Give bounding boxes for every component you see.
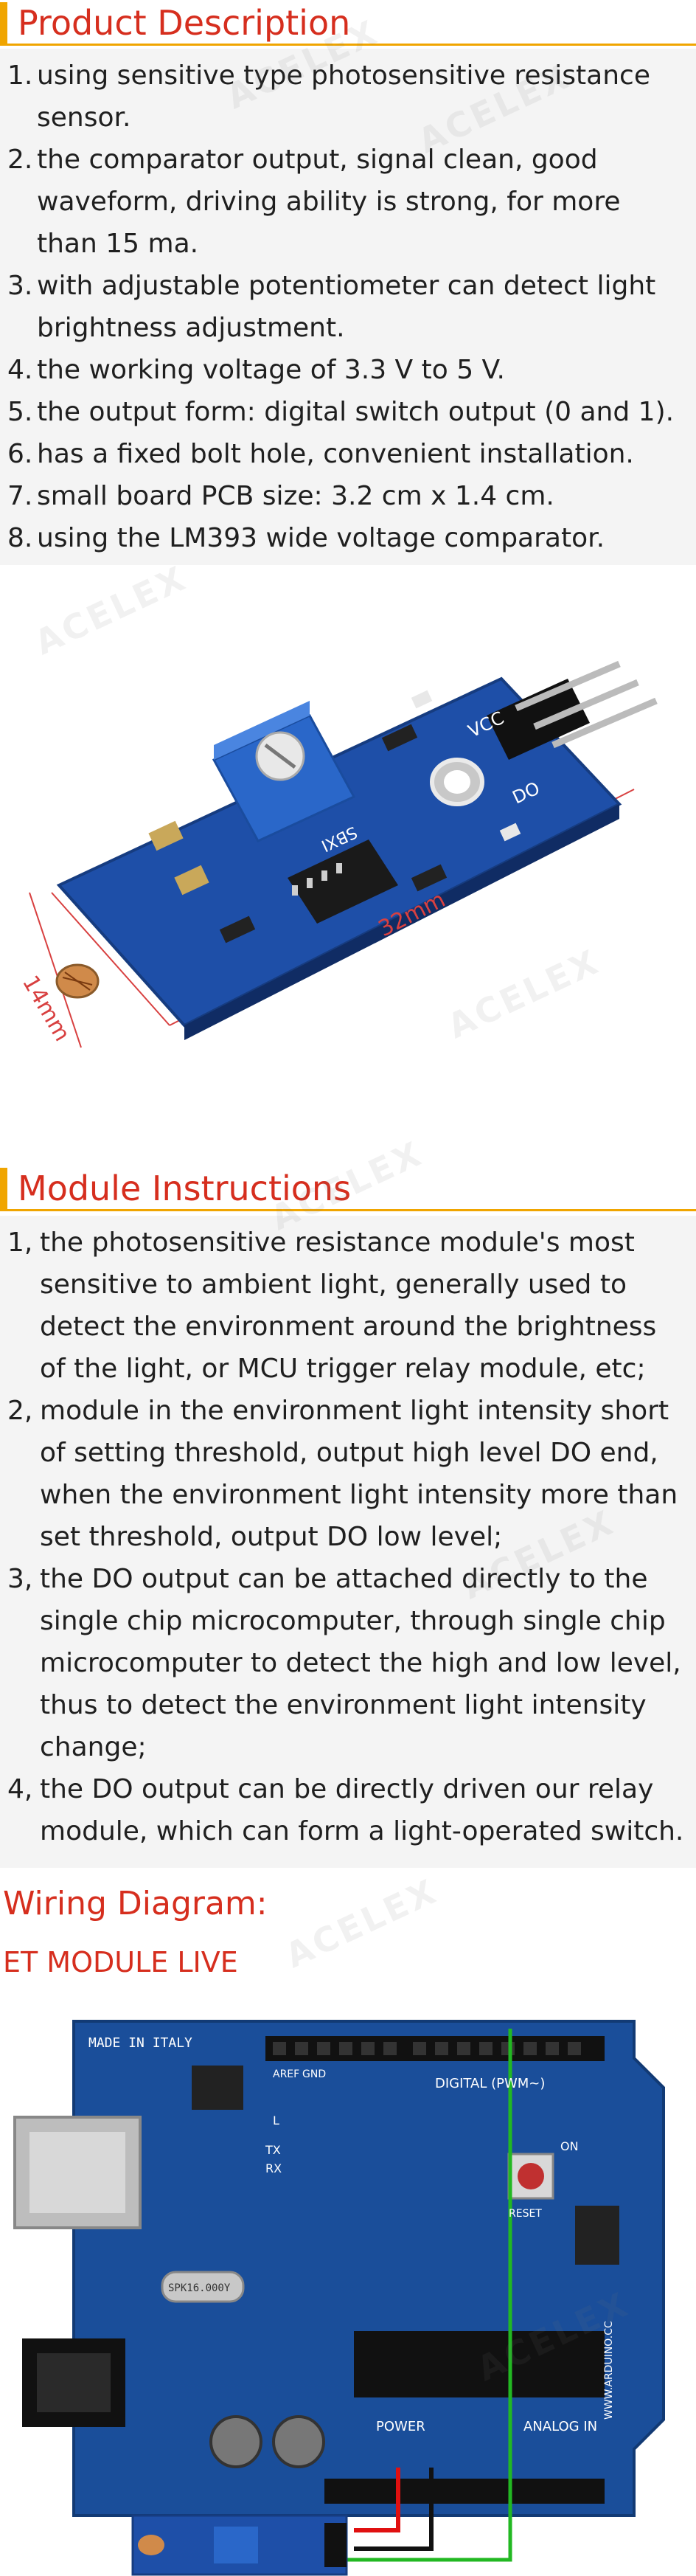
heading-accent-bar	[0, 2, 7, 44]
label-reset: RESET	[509, 2208, 542, 2220]
list-item: 4.the working voltage of 3.3 V to 5 V.	[7, 355, 505, 385]
wiring-diagram-title: Wiring Diagram:	[3, 1885, 268, 1922]
label-on: ON	[560, 2139, 579, 2153]
label-l: L	[273, 2113, 279, 2127]
label-analog-in: ANALOG IN	[523, 2419, 597, 2434]
heading-underline	[0, 44, 696, 46]
product-description-title: Product Description	[18, 3, 351, 43]
label-rx: RX	[265, 2161, 282, 2175]
list-item: 6.has a fixed bolt hole, convenient inst…	[7, 439, 634, 469]
label-tx: TX	[265, 2143, 281, 2157]
list-item: 3.with adjustable potentiometer can dete…	[7, 271, 656, 343]
wiring-diagram-subtitle: ET MODULE LIVE	[3, 1946, 238, 1978]
list-item: 7.small board PCB size: 3.2 cm x 1.4 cm.	[7, 481, 554, 511]
list-item: 2,module in the environment light intens…	[7, 1396, 678, 1552]
sensor-module-illustration: VCC DO SBXI 32mm 14mm	[17, 660, 658, 1048]
list-item: 5.the output form: digital switch output…	[7, 397, 675, 427]
product-description-header: Product Description	[0, 0, 696, 46]
label-power: POWER	[376, 2419, 425, 2434]
label-digital: DIGITAL (PWM~)	[435, 2076, 545, 2091]
label-website: WWW.ARDUINO.CC	[603, 2321, 615, 2420]
watermark: ACELEX	[279, 1870, 445, 1976]
label-made-in-italy: MADE IN ITALY	[88, 2035, 192, 2051]
module-instructions-list: 1,the photosensitive resistance module's…	[0, 1216, 696, 1868]
product-description-list: 1.using sensitive type photosensitive re…	[0, 49, 696, 565]
label-gnd: GND	[302, 2068, 326, 2080]
wiring-diagram-image: MADE IN ITALY DIGITAL (PWM~) AREF GND L …	[0, 2007, 696, 2576]
label-crystal: SPK16.000Y	[168, 2282, 231, 2294]
list-item: 3,the DO output can be attached directly…	[7, 1564, 681, 1762]
heading-accent-bar	[0, 1168, 7, 1209]
arduino-wiring-illustration: MADE IN ITALY DIGITAL (PWM~) AREF GND L …	[13, 2020, 665, 2576]
module-instructions-header: Module Instructions	[0, 1166, 696, 1211]
label-aref: AREF	[273, 2068, 299, 2080]
list-item: 1.using sensitive type photosensitive re…	[7, 60, 650, 133]
list-item: 8.using the LM393 wide voltage comparato…	[7, 523, 605, 553]
sensor-module-photo: VCC DO SBXI 32mm 14mm	[0, 568, 696, 1129]
list-item: 4,the DO output can be directly driven o…	[7, 1774, 684, 1846]
heading-underline	[0, 1209, 696, 1211]
list-item: 2.the comparator output, signal clean, g…	[7, 145, 621, 259]
list-item: 1,the photosensitive resistance module's…	[7, 1228, 657, 1384]
module-instructions-title: Module Instructions	[18, 1168, 352, 1208]
